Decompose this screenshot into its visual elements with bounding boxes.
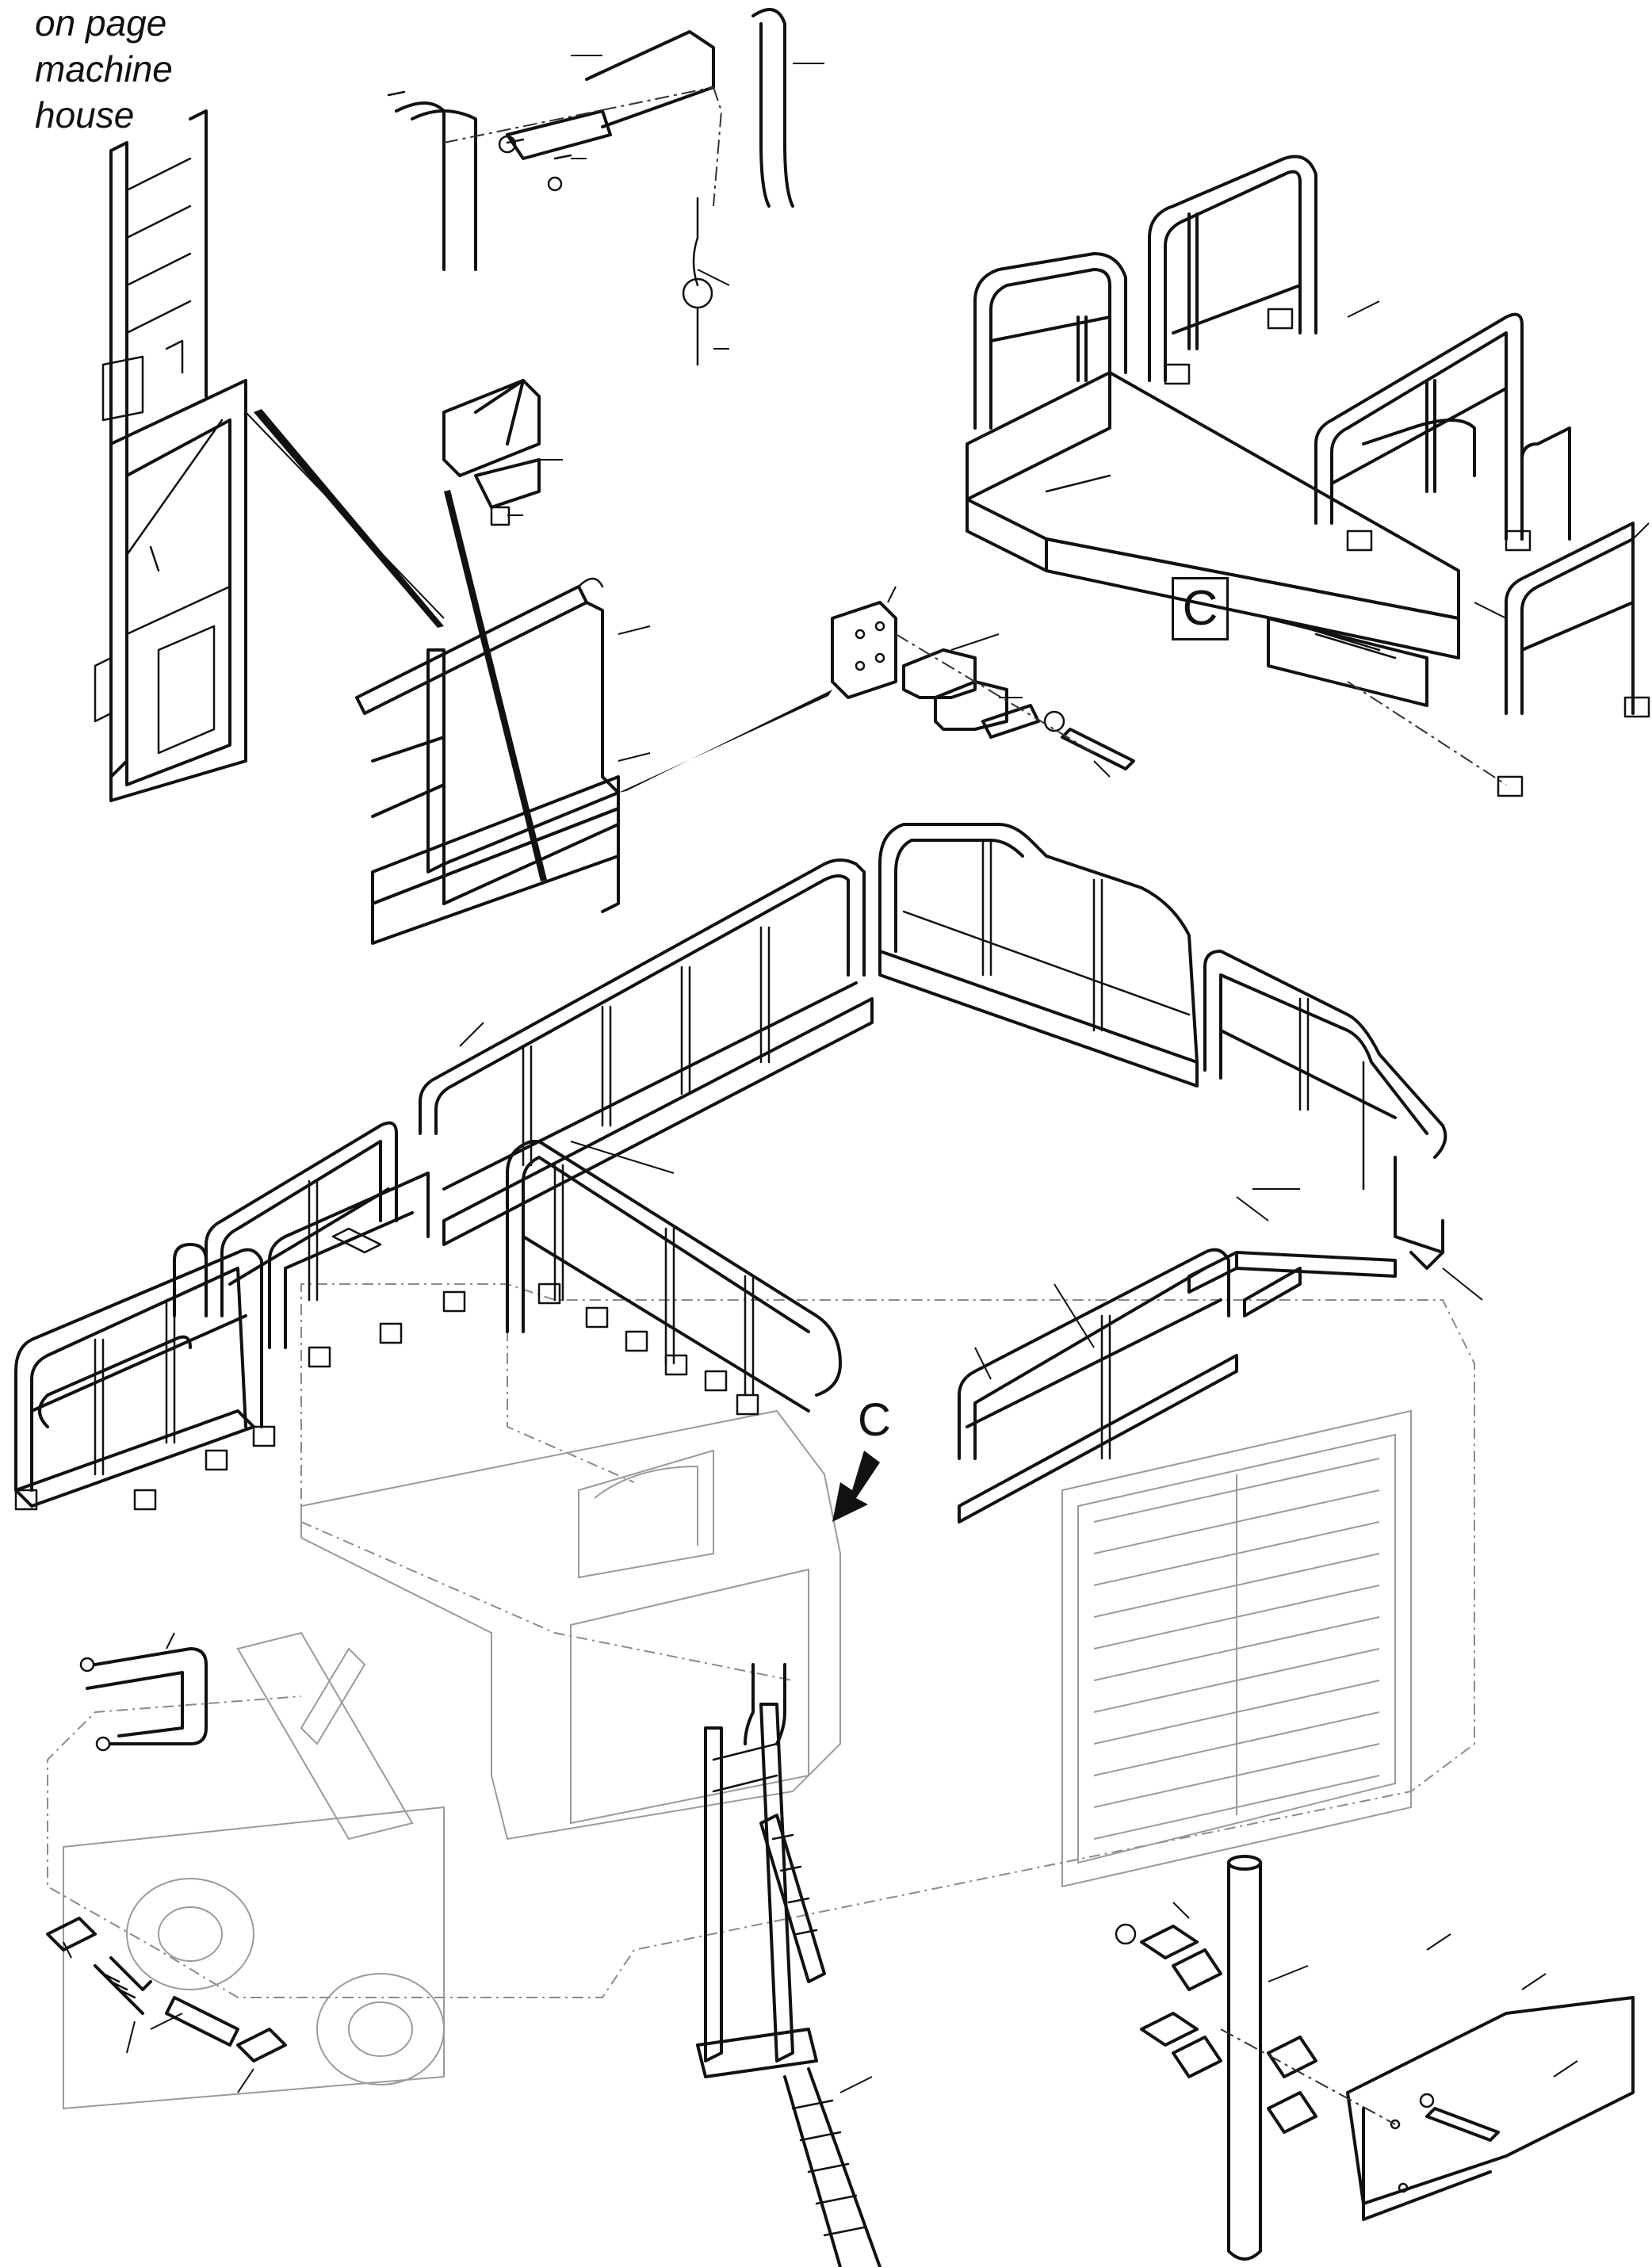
boarding-ladder <box>94 109 445 802</box>
main-handrail-back <box>419 823 1199 1246</box>
arrow-down-left-icon <box>832 1451 880 1522</box>
grab-handle-lower-left <box>79 1632 208 1752</box>
main-handrail-right <box>1203 950 1483 1301</box>
step-railing-right <box>1314 300 1650 797</box>
clamp-detail-upper <box>831 586 1135 778</box>
view-c-arrow <box>832 1451 880 1522</box>
front-left-railing-platform <box>14 1243 276 1511</box>
gate-pin-detail <box>387 8 824 366</box>
view-c-arrow-label: C <box>858 1394 891 1446</box>
note-line-1: on page <box>35 2 167 44</box>
note-line-2: machine <box>35 48 173 90</box>
step-railing-left <box>973 155 1317 430</box>
reference-note: on page machine house <box>35 0 173 138</box>
front-inner-railing <box>506 1140 842 1416</box>
louver-grille <box>1093 1458 1380 1840</box>
post-clamp-detail <box>1115 1855 1635 2261</box>
front-right-railing <box>958 1188 1397 1523</box>
front-ladder <box>696 1663 881 2267</box>
step-platform-view-c <box>966 371 1507 786</box>
bracket-detail <box>442 379 563 881</box>
cab-outline <box>300 1409 841 1841</box>
boom-foot-outline <box>63 1631 445 2110</box>
main-handrail-left <box>205 1022 484 1368</box>
view-c-boxed-label: C <box>1172 577 1229 640</box>
pin-bolt-set <box>46 1917 287 2093</box>
note-line-3: house <box>35 94 135 136</box>
gate-panel <box>355 577 832 945</box>
